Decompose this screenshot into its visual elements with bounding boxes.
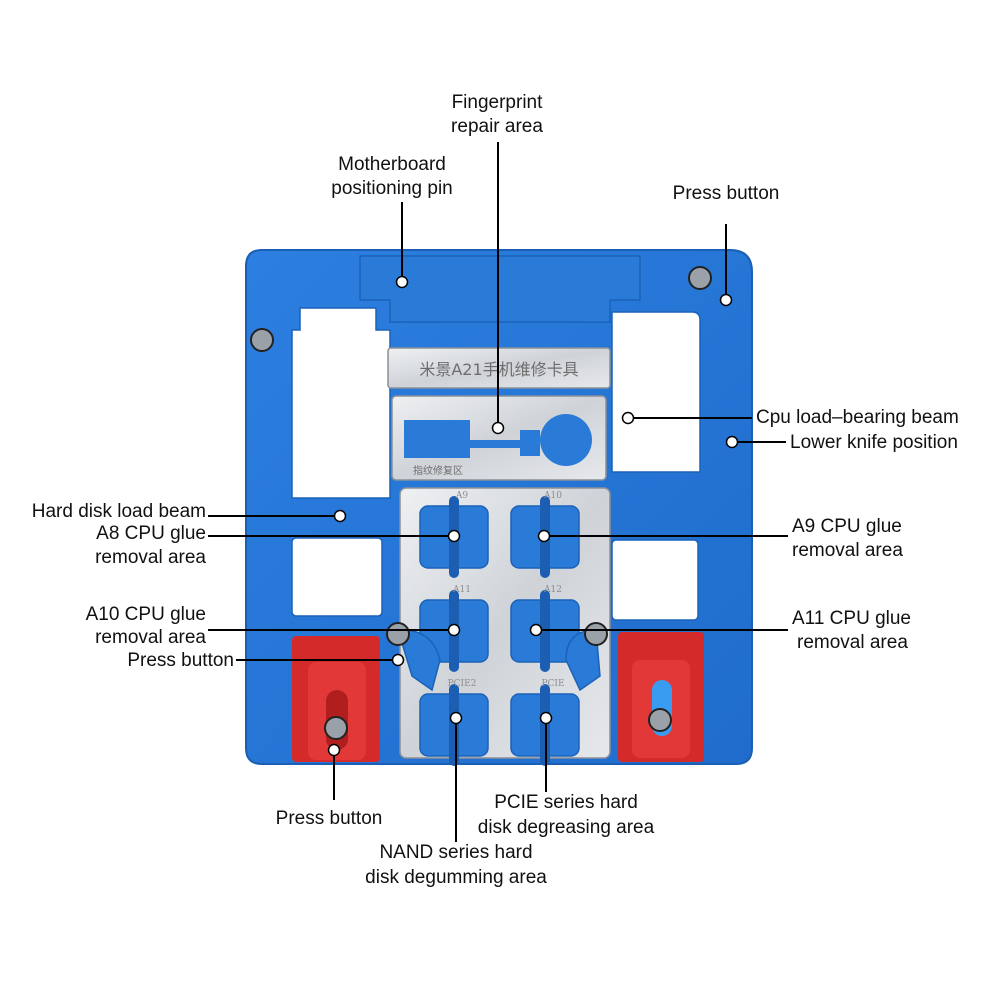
fingerprint-slot [404, 420, 540, 458]
fingerprint-hole [540, 414, 592, 466]
right-cutout-mid [611, 539, 699, 621]
fingerprint-text: 指纹修复区 [413, 464, 463, 477]
slot-label-a12: A12 [543, 585, 562, 595]
label-a8-2: removal area [95, 547, 206, 568]
slot-label-pcie2: PCIE2 [448, 679, 477, 689]
right-cutout-top [611, 311, 701, 473]
red-clamp-left [292, 636, 380, 762]
top-bracket [359, 255, 641, 323]
label-nand-2: disk degumming area [365, 867, 547, 888]
label-nand-1: NAND series hard [379, 842, 532, 863]
label-press-top: Press button [673, 183, 780, 204]
label-a10-1: A10 CPU glue [86, 604, 206, 625]
label-pcie-2: disk degreasing area [478, 817, 655, 838]
label-a11-1: A11 CPU glue [792, 608, 911, 629]
label-a8-1: A8 CPU glue [96, 523, 206, 544]
chip-slot-groove-pcie2 [449, 684, 459, 766]
label-pin-1: Motherboard [338, 154, 446, 175]
leader-lines [208, 142, 788, 842]
label-pcie-1: PCIE series hard [494, 792, 638, 813]
label-cpu-beam: Cpu load–bearing beam [756, 407, 959, 428]
label-pin-2: positioning pin [331, 178, 452, 199]
slot-label-a10: A10 [543, 491, 562, 501]
label-fingerprint-2: repair area [451, 116, 543, 137]
slot-label-pcie: PCIE [541, 679, 564, 689]
label-a11-2: removal area [797, 632, 908, 653]
red-clamp-right [618, 632, 704, 762]
label-fingerprint-1: Fingerprint [452, 92, 544, 113]
label-a10-2: removal area [95, 627, 206, 648]
callout-labels: Fingerprint repair area Motherboard posi… [32, 92, 959, 888]
slot-label-a9: A9 [455, 491, 468, 501]
label-press-bottom: Press button [276, 808, 383, 829]
label-knife: Lower knife position [790, 432, 958, 453]
slot-label-a11: A11 [452, 585, 471, 595]
label-a9-1: A9 CPU glue [792, 516, 902, 537]
left-cutout-mid [291, 537, 383, 617]
label-press-left: Press button [127, 650, 234, 671]
screws [250, 266, 712, 740]
marker-dots [327, 275, 739, 757]
label-hdd-beam: Hard disk load beam [32, 501, 206, 522]
label-a9-2: removal area [792, 540, 903, 561]
left-cutout-top [291, 307, 391, 499]
